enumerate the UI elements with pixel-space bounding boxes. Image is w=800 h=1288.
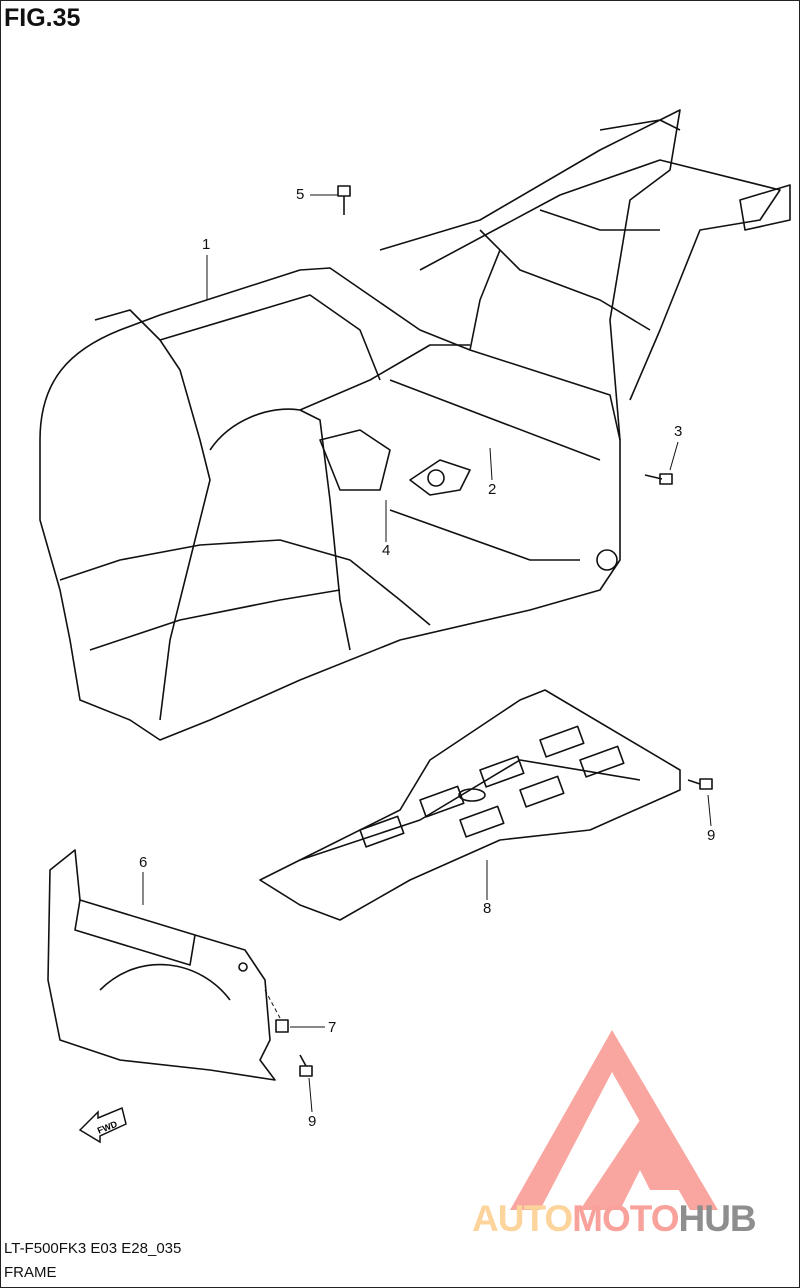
- callout-part-6: 6: [139, 854, 148, 871]
- callout-part-7: 7: [328, 1019, 337, 1036]
- bolt-part-7: [275, 1019, 289, 1033]
- watermark-logo-text: AUTOMOTOHUB: [472, 1198, 757, 1240]
- forward-direction-arrow: FWD: [78, 1106, 127, 1144]
- skid-plate-part-8: [259, 689, 681, 921]
- callout-part-3: 3: [674, 423, 683, 440]
- bolt-part-9-lower: [299, 1054, 313, 1077]
- bolt-part-9-upper: [687, 778, 713, 790]
- diagram-code: LT-F500FK3 E03 E28_035: [4, 1240, 182, 1257]
- diagram-name: FRAME: [4, 1264, 57, 1281]
- main-frame-part-1: [39, 109, 791, 741]
- callout-part-1: 1: [202, 236, 211, 253]
- watermark-logo-mark: [510, 1030, 718, 1210]
- callout-part-9-upper: 9: [707, 827, 716, 844]
- callout-part-4: 4: [382, 542, 391, 559]
- logo-hub: HUB: [678, 1198, 756, 1239]
- logo-moto: MOTO: [572, 1198, 679, 1239]
- callout-part-2: 2: [488, 481, 497, 498]
- logo-auto: AUTO: [472, 1198, 573, 1239]
- callout-part-5: 5: [296, 186, 305, 203]
- front-guard-part-6: [47, 849, 276, 1081]
- callout-part-8: 8: [483, 900, 492, 917]
- callout-part-9-lower: 9: [308, 1113, 317, 1130]
- bolt-part-3: [644, 473, 673, 485]
- bolt-part-5: [337, 185, 351, 215]
- figure-title: FIG.35: [4, 4, 81, 32]
